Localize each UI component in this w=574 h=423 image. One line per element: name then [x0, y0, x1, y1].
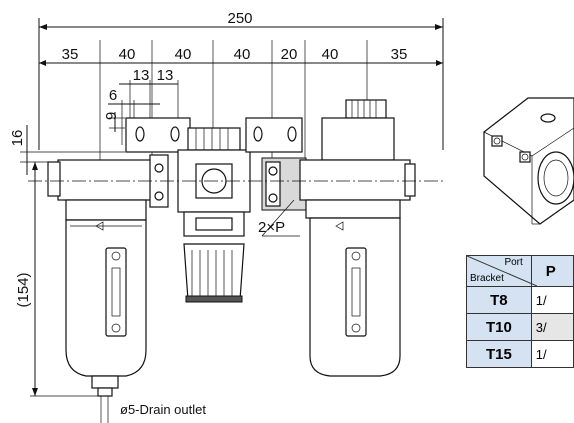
- right-lubricator-unit: [299, 99, 416, 377]
- segment-dim-3: 40: [175, 46, 192, 63]
- bracket-offset-label: 6: [109, 87, 117, 104]
- center-regulator: [177, 127, 251, 303]
- left-filter-unit: [47, 159, 155, 423]
- bowl-height-label: (154): [15, 272, 32, 307]
- left-bracket: [125, 117, 191, 208]
- overall-dimension-label: 250: [227, 10, 252, 27]
- segment-dim-7: 35: [391, 46, 408, 63]
- table-cell: 3/: [530, 313, 574, 341]
- table-row-label: T10: [466, 313, 532, 341]
- segment-dim-2: 40: [119, 46, 136, 63]
- port-callout-label: 2×P: [258, 219, 285, 236]
- corner-diagonal: [467, 256, 537, 286]
- bracket-hole-label: 9: [103, 112, 120, 120]
- overall-dimension: 250: [38, 10, 444, 150]
- segment-dim-4: 40: [234, 46, 251, 63]
- table-row-label: T15: [466, 340, 532, 368]
- segment-dim-5: 20: [281, 46, 298, 63]
- table-row-label: T8: [466, 286, 532, 314]
- table-column-header: P: [530, 255, 574, 287]
- table-cell: 1/: [530, 340, 574, 368]
- corner-port-label: Port: [504, 257, 523, 268]
- segment-dim-1: 35: [62, 46, 79, 63]
- corner-bracket-label: Bracket: [470, 273, 504, 284]
- table-row: T8 1/: [466, 286, 574, 314]
- table-row: T15 1/: [466, 340, 574, 368]
- segment-dim-6: 40: [322, 46, 339, 63]
- bracket-height-label: 16: [9, 130, 26, 147]
- bracket-pitch-b-label: 13: [157, 67, 174, 84]
- table-cell: 1/: [530, 286, 574, 314]
- table-corner-header: Port Bracket: [466, 255, 537, 287]
- port-callout: 2×P: [258, 199, 300, 237]
- vertical-dimensions: 16 (154): [9, 125, 125, 397]
- port-bracket-table: Port Bracket P T8 1/ T10 3/ T15 1/: [466, 255, 574, 368]
- drain-outlet-label: ø5-Drain outlet: [120, 402, 206, 417]
- bracket-pitch-a-label: 13: [133, 67, 150, 84]
- table-row: T10 3/: [466, 313, 574, 341]
- bracket-isometric-view: [483, 97, 574, 225]
- right-bracket: [245, 117, 307, 211]
